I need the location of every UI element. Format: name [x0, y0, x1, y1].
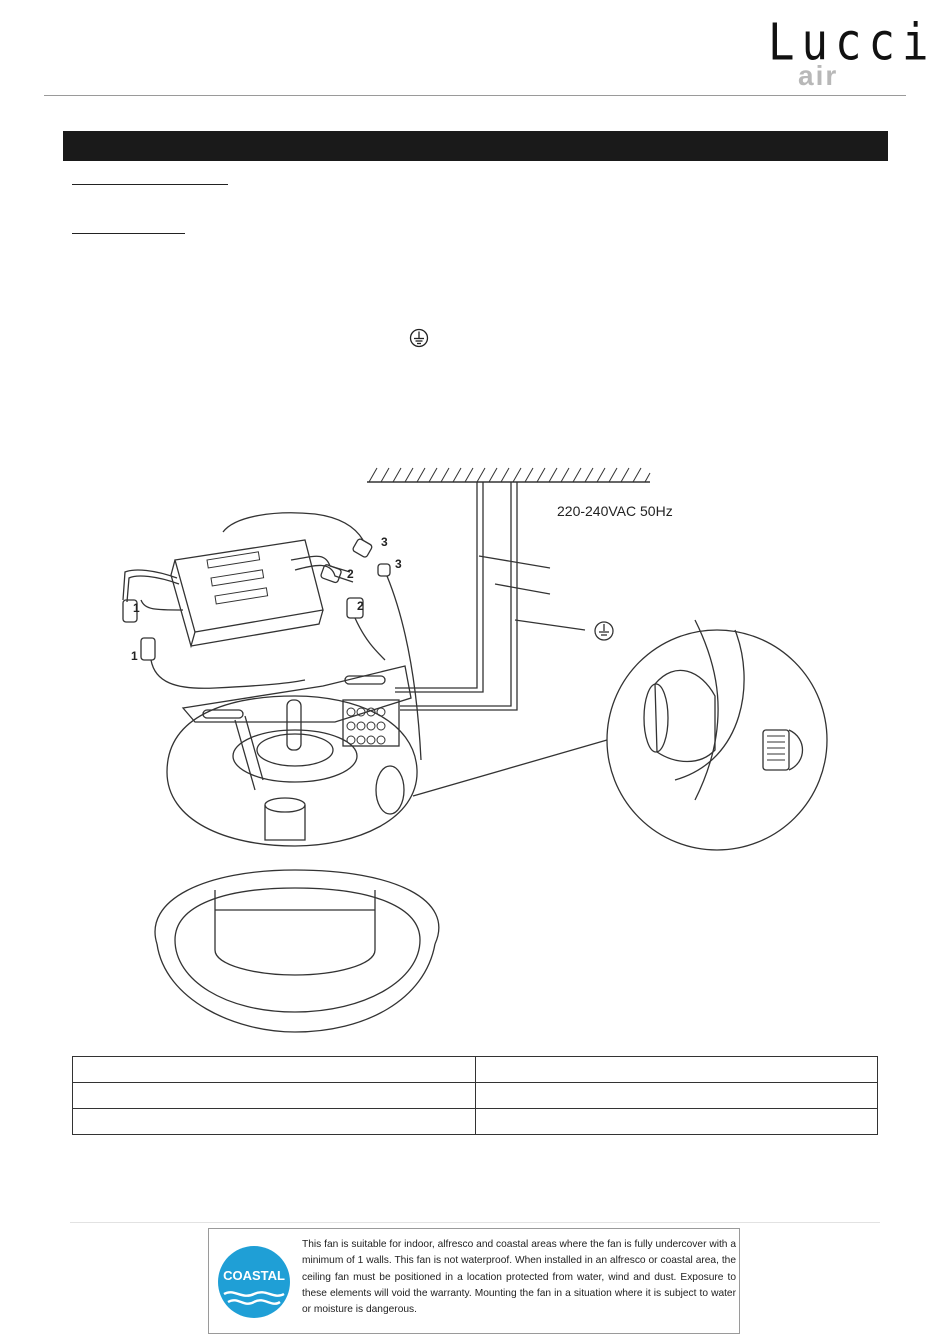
coastal-notice-text: This fan is suitable for indoor, alfresc… — [302, 1239, 736, 1316]
heading-underline-1 — [72, 184, 228, 185]
table-cell — [72, 1082, 476, 1109]
supply-voltage-label: 220-240VAC 50Hz — [557, 503, 673, 519]
connector-label-2b: 2 — [357, 599, 364, 613]
brand-logo-lucci: Lucci — [768, 13, 936, 73]
connector-label-3b: 3 — [395, 557, 402, 571]
table-cell — [474, 1082, 878, 1109]
coastal-badge-text: COASTAL — [223, 1268, 285, 1283]
table-row — [72, 1108, 878, 1135]
table-cell — [72, 1056, 476, 1083]
table-row — [72, 1056, 878, 1083]
header-rule — [44, 95, 906, 96]
earth-ground-icon — [409, 328, 429, 348]
connector-label-2a: 2 — [347, 567, 354, 581]
brand-logo-air: air — [798, 60, 839, 91]
coastal-badge-icon: COASTAL — [218, 1246, 290, 1318]
footer-rule — [70, 1222, 880, 1223]
wiring-diagram: 1 1 2 2 3 3 — [122, 467, 828, 1033]
heading-underline-2 — [72, 233, 185, 234]
connector-label-1b: 1 — [131, 649, 138, 663]
table-cell — [474, 1108, 878, 1135]
table-cell — [72, 1108, 476, 1135]
table-cell — [474, 1056, 878, 1083]
wiring-table — [72, 1056, 878, 1135]
connector-label-1a: 1 — [133, 601, 140, 615]
table-row — [72, 1082, 878, 1109]
section-header-bar — [63, 131, 888, 161]
coastal-notice-box — [208, 1228, 740, 1334]
connector-label-3a: 3 — [381, 535, 388, 549]
